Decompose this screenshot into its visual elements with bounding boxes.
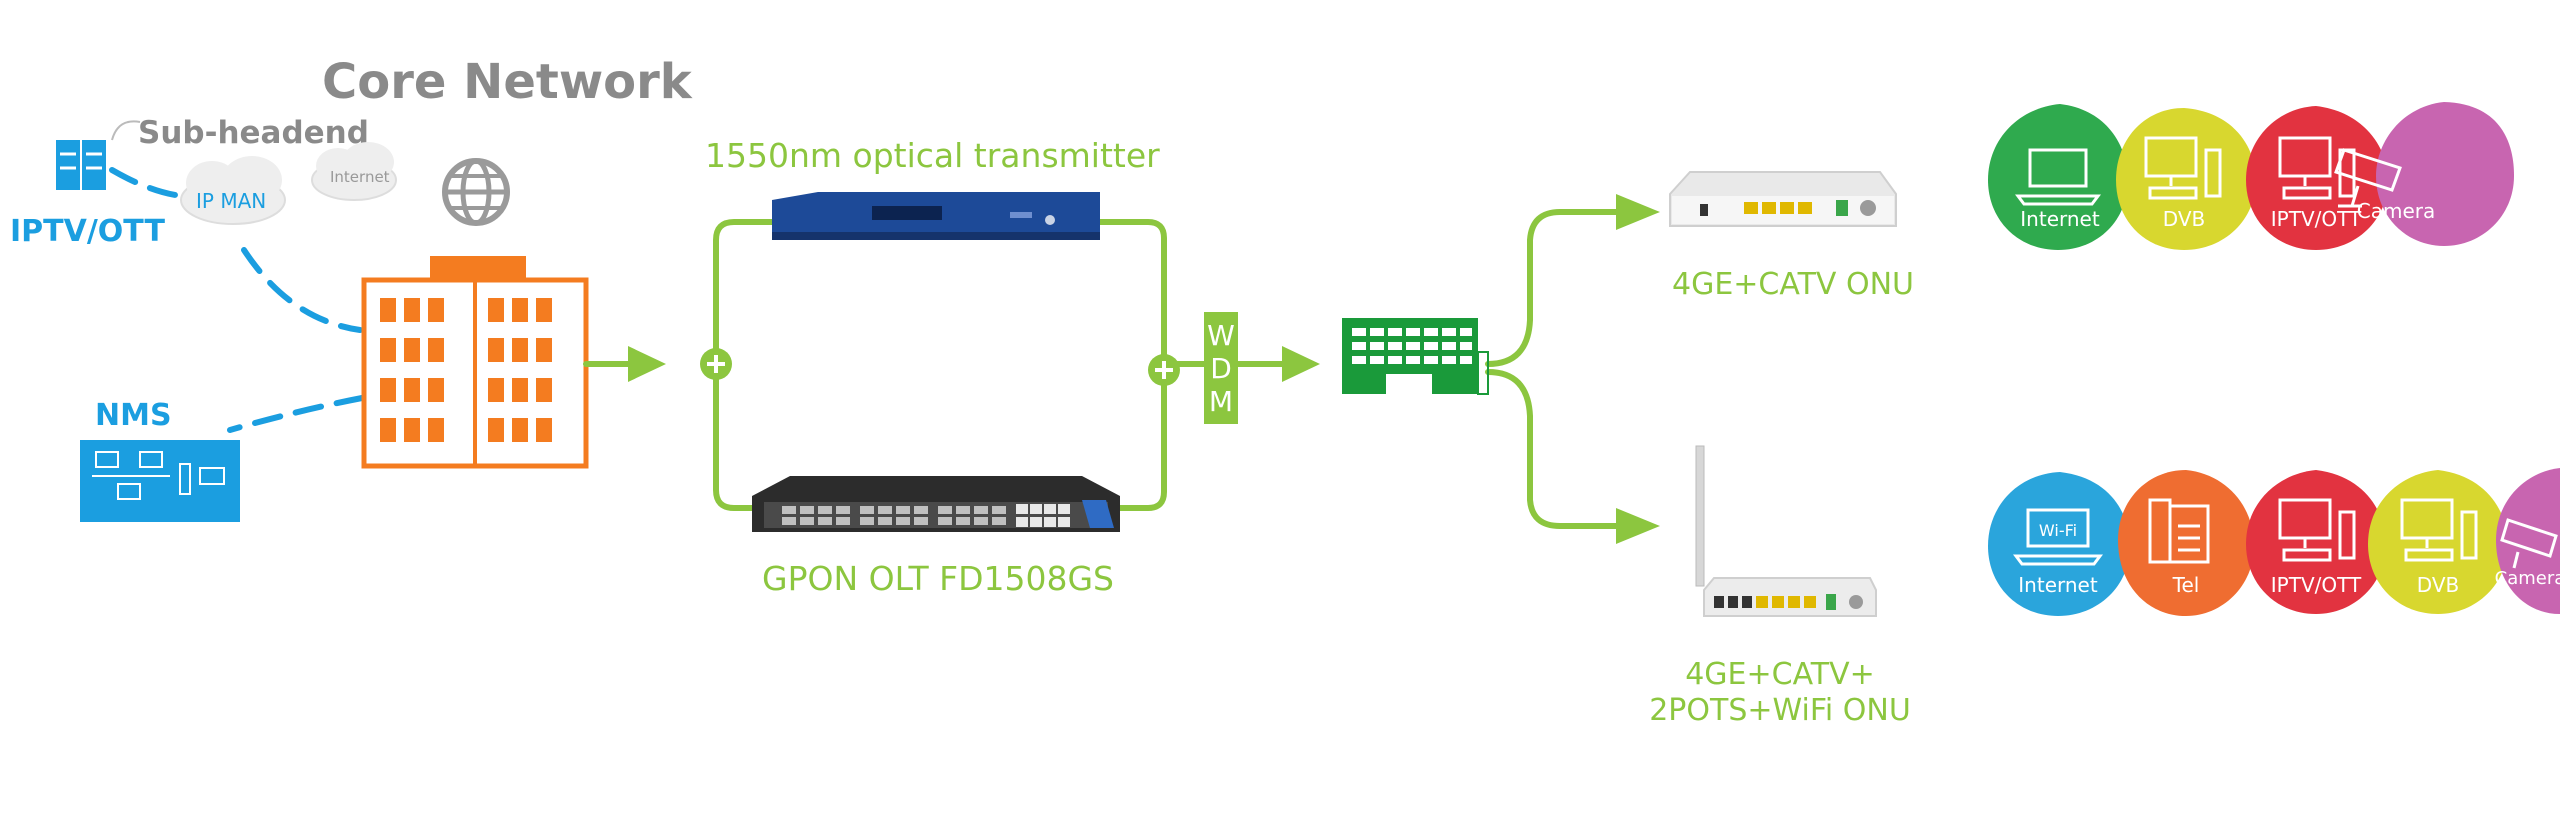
globe-icon	[442, 158, 510, 226]
tv-remote-icon	[2278, 136, 2356, 200]
sub-headend-arrow	[111, 120, 141, 141]
nms-label: NMS	[95, 398, 172, 433]
fiber-links	[583, 209, 1623, 529]
wifi-label: Wi-Fi	[2039, 521, 2077, 540]
splitter-building-icon	[1342, 318, 1489, 395]
onu-bottom-label-line2: 2POTS+WiFi ONU	[1649, 693, 1911, 728]
transmitter-label: 1550nm optical transmitter	[705, 136, 1160, 175]
ip-man-cloud-icon	[180, 156, 286, 225]
service-bubble-bottom-iptv: IPTV/OTT	[2246, 470, 2386, 614]
gpon-olt-device-icon	[752, 476, 1120, 532]
tv-remote-icon	[2278, 498, 2356, 562]
internet-cloud-label: Internet	[330, 168, 390, 186]
wifi-laptop-icon	[2013, 508, 2103, 566]
service-label: Tel	[2172, 573, 2200, 597]
optical-transmitter-device-icon	[772, 192, 1100, 240]
sub-headend-label: Sub-headend	[138, 115, 369, 151]
service-label: Camera	[2495, 568, 2560, 589]
server-icon	[56, 140, 106, 190]
ip-man-label: IP MAN	[196, 189, 266, 213]
combiner-node-icon	[700, 348, 732, 380]
coupler-node-icon	[1148, 354, 1180, 386]
service-bubble-bottom-tel: Tel	[2118, 470, 2254, 616]
service-bubble-bottom-dvb: DVB	[2368, 470, 2508, 614]
nms-computers-icon	[80, 440, 240, 522]
fiber-arrows	[628, 194, 1660, 544]
wdm-block: W D M	[1204, 312, 1238, 424]
service-bubble-top-iptv: IPTV/OTT	[2246, 106, 2388, 250]
service-bubble-top-internet: Internet	[1988, 104, 2128, 250]
olt-label: GPON OLT FD1508GS	[762, 559, 1114, 598]
telephone-icon	[2148, 498, 2210, 564]
wdm-letter-m: M	[1209, 385, 1233, 418]
service-label: Internet	[2020, 207, 2100, 231]
camera-icon	[2334, 148, 2402, 208]
internet-cloud-icon	[311, 142, 397, 201]
service-label: DVB	[2163, 207, 2205, 231]
core-network-title: Core Network	[322, 54, 693, 110]
service-label: Camera	[2357, 199, 2436, 223]
service-label: DVB	[2417, 573, 2459, 597]
service-label: Internet	[2018, 573, 2098, 597]
wdm-letter-w: W	[1207, 319, 1235, 352]
onu-bottom-device-icon	[1695, 445, 1877, 617]
laptop-icon	[2015, 148, 2101, 206]
tv-remote-icon	[2400, 498, 2478, 562]
service-label: IPTV/OTT	[2271, 573, 2362, 597]
wdm-letter-d: D	[1210, 352, 1232, 385]
service-label: IPTV/OTT	[2271, 207, 2362, 231]
service-bubble-top-dvb: DVB	[2116, 108, 2256, 250]
service-bubble-bottom-camera: Camera	[2495, 468, 2560, 614]
onu-top-label: 4GE+CATV ONU	[1672, 267, 1914, 302]
camera-icon	[2500, 518, 2558, 569]
tv-remote-icon	[2144, 136, 2222, 200]
service-bubble-bottom-internet: Wi-Fi Internet	[1988, 472, 2130, 616]
core-dashed-links	[109, 167, 365, 433]
onu-top-device-icon	[1669, 171, 1897, 227]
headend-building-icon	[361, 256, 589, 469]
service-bubble-top-camera: Camera	[2334, 102, 2514, 246]
iptv-ott-label: IPTV/OTT	[10, 214, 165, 249]
onu-bottom-label-line1: 4GE+CATV+	[1685, 657, 1875, 692]
